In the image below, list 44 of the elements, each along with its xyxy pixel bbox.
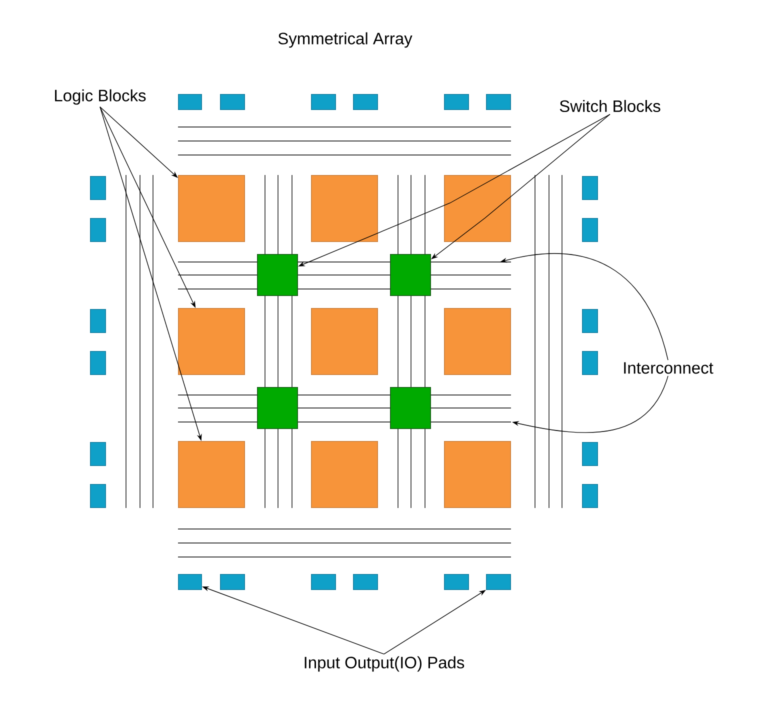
block-label: Logic Blocks	[55, 89, 146, 105]
logic-block	[444, 308, 511, 375]
logic-block	[444, 441, 511, 508]
leader-line	[431, 114, 610, 260]
io-pad	[582, 176, 598, 200]
io-pad	[582, 218, 598, 242]
switch-block	[257, 387, 298, 429]
block-label: Interconnect	[624, 362, 714, 374]
io-pad	[90, 176, 106, 200]
logic-block	[311, 175, 378, 242]
io-pad	[90, 218, 106, 242]
logic-block	[311, 308, 378, 375]
io-pad	[582, 351, 598, 375]
switch-block	[390, 387, 431, 429]
io-pad	[353, 94, 378, 110]
io-pad	[582, 484, 598, 508]
io-pad	[582, 309, 598, 333]
logic-block	[178, 175, 245, 242]
block-label: Switch Blocks	[560, 100, 660, 112]
io-pad	[311, 94, 336, 110]
io-pad	[311, 574, 336, 590]
io-pad	[178, 94, 202, 110]
io-pad	[90, 351, 106, 375]
io-pad	[486, 94, 511, 110]
io-pad	[90, 442, 106, 466]
io-pad	[486, 574, 511, 590]
io-pad	[353, 574, 378, 590]
io-pad	[444, 94, 469, 110]
switch-block	[390, 254, 431, 296]
io-pad	[90, 309, 106, 333]
io-pad	[582, 442, 598, 466]
io-pad	[220, 94, 245, 110]
io-pad	[444, 574, 469, 590]
logic-block	[178, 441, 245, 508]
io-pad	[90, 484, 106, 508]
leader-line	[100, 106, 178, 178]
logic-block	[178, 308, 245, 375]
logic-block	[311, 441, 378, 508]
diagram-title: Symmetrical Array	[278, 32, 412, 48]
block-label: Input Output(IO) Pads	[304, 656, 464, 672]
io-pad	[220, 574, 245, 590]
io-pad	[178, 574, 202, 590]
logic-block	[444, 175, 511, 242]
switch-block	[257, 254, 298, 296]
